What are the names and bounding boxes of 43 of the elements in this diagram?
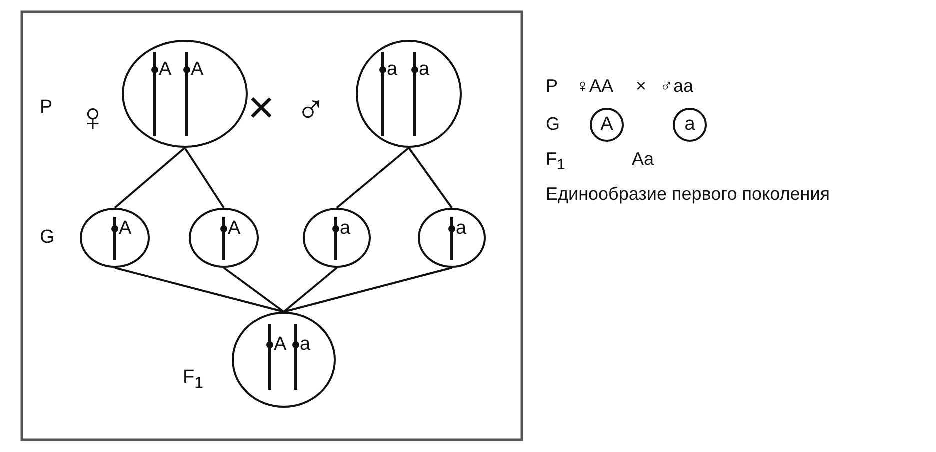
allele-label: a [684, 115, 696, 135]
genotype-label: ♂aa [660, 77, 694, 95]
allele-label: a [419, 60, 430, 80]
generation-label: P [40, 98, 53, 117]
generation-label: G [40, 228, 55, 247]
cross-symbol: × [636, 77, 647, 95]
female-symbol: ♀ [78, 98, 108, 138]
generation-label: F$_{1}$ [183, 368, 204, 392]
connector-line [284, 267, 452, 313]
connector-line [408, 147, 453, 209]
cell-circle [189, 208, 259, 268]
allele-label: a [387, 60, 398, 80]
generation-label: G [546, 115, 560, 133]
allele-label: A [119, 219, 132, 239]
cell-circle [122, 40, 248, 148]
allele-label: A [600, 115, 614, 135]
connector-line [114, 267, 284, 313]
gamete-circle [590, 108, 624, 142]
connector-line [336, 147, 410, 209]
allele-label: a [340, 219, 351, 239]
gamete-circle [673, 108, 707, 142]
male-symbol: ♂ [296, 90, 326, 130]
generation-label: P [546, 77, 558, 95]
connector-line [114, 147, 186, 209]
cross-symbol: × [248, 84, 275, 130]
allele-label: A [228, 219, 241, 239]
genotype-label: Aa [632, 150, 654, 168]
generation-label: F$_{1}$ [546, 150, 566, 173]
conclusion-text: Единообразие первого поколения [546, 185, 830, 203]
connector-line [223, 267, 285, 313]
cell-circle [356, 40, 462, 148]
allele-label: A [191, 60, 204, 80]
allele-label: A [274, 335, 287, 355]
cell-circle [303, 208, 371, 268]
cell-circle [80, 208, 150, 268]
connector-line [283, 267, 338, 313]
genotype-label: ♀AA [576, 77, 614, 95]
cell-circle [232, 312, 336, 408]
allele-label: a [300, 335, 311, 355]
cell-circle [418, 208, 486, 268]
allele-label: a [456, 219, 467, 239]
allele-label: A [159, 60, 172, 80]
connector-line [184, 147, 225, 209]
